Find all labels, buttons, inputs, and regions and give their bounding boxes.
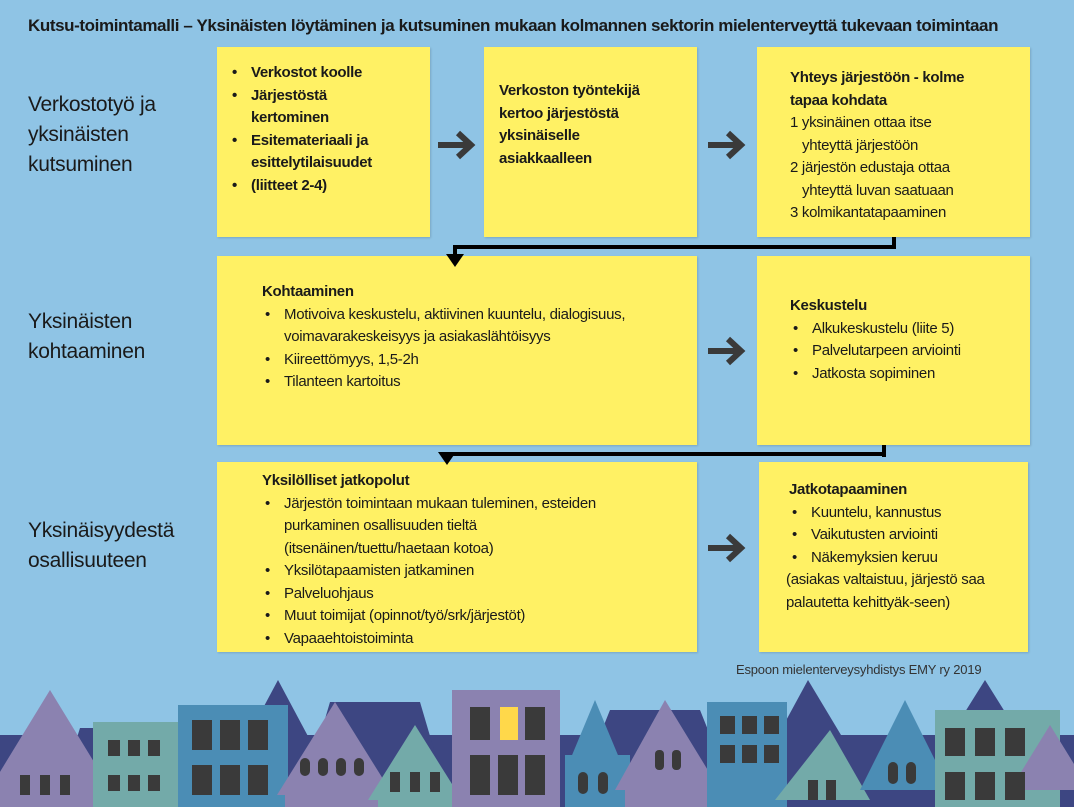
box-text: Verkoston työntekijä kertoo järjestöstä … xyxy=(499,82,640,167)
arrow-right-icon xyxy=(708,336,746,366)
box-note: (asiakas valtaistuu, järjestö saa palaut… xyxy=(786,571,985,611)
connector-line xyxy=(453,245,896,249)
box-heading: Keskustelu xyxy=(790,297,868,314)
list-item: Esitemateriaali ja esittelytilaisuudet xyxy=(229,130,420,175)
arrow-down-icon xyxy=(446,254,464,267)
list-item: Palvelutarpeen arviointi xyxy=(790,340,1020,363)
list-item: Järjestöstä kertominen xyxy=(229,85,361,130)
list-item: Palveluohjaus xyxy=(262,583,637,606)
row-label-line: kohtaaminen xyxy=(28,340,145,363)
row-label-line: Yksinäisyydestä xyxy=(28,519,175,542)
list-item: Vapaaehtoistoiminta xyxy=(262,628,637,651)
list-item: Yksilötapaamisten jatkaminen xyxy=(262,560,637,583)
box-followup: Jatkotapaaminen Kuuntelu, kannustus Vaik… xyxy=(759,462,1028,652)
row-label-line: Verkostotyö ja xyxy=(28,93,156,116)
box-paths: Yksilölliset jatkopolut Järjestön toimin… xyxy=(217,462,697,652)
arrow-right-icon xyxy=(438,130,476,160)
box-heading: Yhteys järjestöön - kolme tapaa kohdata xyxy=(790,69,965,109)
credit-text: Espoon mielenterveysyhdistys EMY ry 2019 xyxy=(736,662,982,677)
list-item: (liitteet 2-4) xyxy=(229,175,420,198)
box-networks: Verkostot koolle Järjestöstä kertominen … xyxy=(217,47,430,237)
row-label-line: yksinäisten xyxy=(28,123,129,146)
list-item: 2 järjestön edustaja ottaa xyxy=(790,159,950,176)
list-item: 1 yksinäinen ottaa itse xyxy=(790,114,932,131)
box-contact: Yhteys järjestöön - kolme tapaa kohdata … xyxy=(757,47,1030,237)
box-heading: Kohtaaminen xyxy=(262,283,354,300)
row-label-participation: Yksinäisyydestä osallisuuteen xyxy=(28,516,174,576)
list-item: yhteyttä järjestöön xyxy=(802,136,919,154)
list-item: Alkukeskustelu (liite 5) xyxy=(790,318,1020,341)
connector-line xyxy=(446,452,886,456)
row-label-line: osallisuuteen xyxy=(28,549,147,572)
arrow-down-icon xyxy=(438,452,456,465)
box-heading: Yksilölliset jatkopolut xyxy=(262,472,410,489)
list-item: yhteyttä luvan saatuaan xyxy=(802,181,954,199)
list-item: Verkostot koolle xyxy=(229,62,420,85)
row-label-line: kutsuminen xyxy=(28,153,133,176)
box-worker: Verkoston työntekijä kertoo järjestöstä … xyxy=(484,47,697,237)
list-item: Kiireettömyys, 1,5-2h xyxy=(262,349,637,372)
list-item: Muut toimijat (opinnot/työ/srk/järjestöt… xyxy=(262,605,637,628)
row-label-networking: Verkostotyö ja yksinäisten kutsuminen xyxy=(28,90,156,180)
list-item: Järjestön toimintaan mukaan tuleminen, e… xyxy=(262,493,637,561)
connector-line xyxy=(882,445,886,457)
box-discussion: Keskustelu Alkukeskustelu (liite 5) Palv… xyxy=(757,256,1030,445)
connector-line xyxy=(453,245,457,257)
list-item: Motivoiva keskustelu, aktiivinen kuuntel… xyxy=(262,304,637,349)
box-meeting: Kohtaaminen Motivoiva keskustelu, aktiiv… xyxy=(217,256,697,445)
arrow-right-icon xyxy=(708,130,746,160)
arrow-right-icon xyxy=(708,533,746,563)
connector-line xyxy=(892,237,896,249)
list-item: Tilanteen kartoitus xyxy=(262,371,637,394)
list-item: Kuuntelu, kannustus xyxy=(789,502,1016,525)
row-label-line: Yksinäisten xyxy=(28,310,133,333)
row-label-meeting: Yksinäisten kohtaaminen xyxy=(28,307,145,367)
city-skyline-illustration xyxy=(0,680,1074,807)
box-heading: Jatkotapaaminen xyxy=(789,481,908,498)
diagram-title: Kutsu-toimintamalli – Yksinäisten löytäm… xyxy=(28,16,999,35)
list-item: Vaikutusten arviointi xyxy=(789,524,1016,547)
list-item: Näkemyksien keruu xyxy=(789,547,1016,570)
list-item: 3 kolmikantatapaaminen xyxy=(790,204,946,221)
list-item: Jatkosta sopiminen xyxy=(790,363,1020,386)
